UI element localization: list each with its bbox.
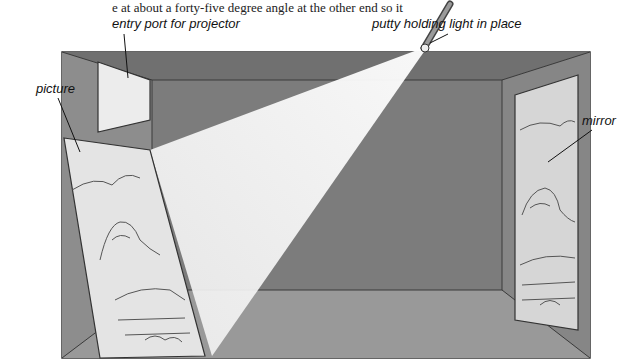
callout-label: entry port for projector	[112, 16, 240, 31]
callout-label: picture	[36, 81, 75, 96]
text-fragment: e at about a forty-five degree angle at …	[112, 0, 403, 15]
callout-label: mirror	[582, 113, 616, 128]
callout-label: putty holding light in place	[372, 16, 522, 31]
